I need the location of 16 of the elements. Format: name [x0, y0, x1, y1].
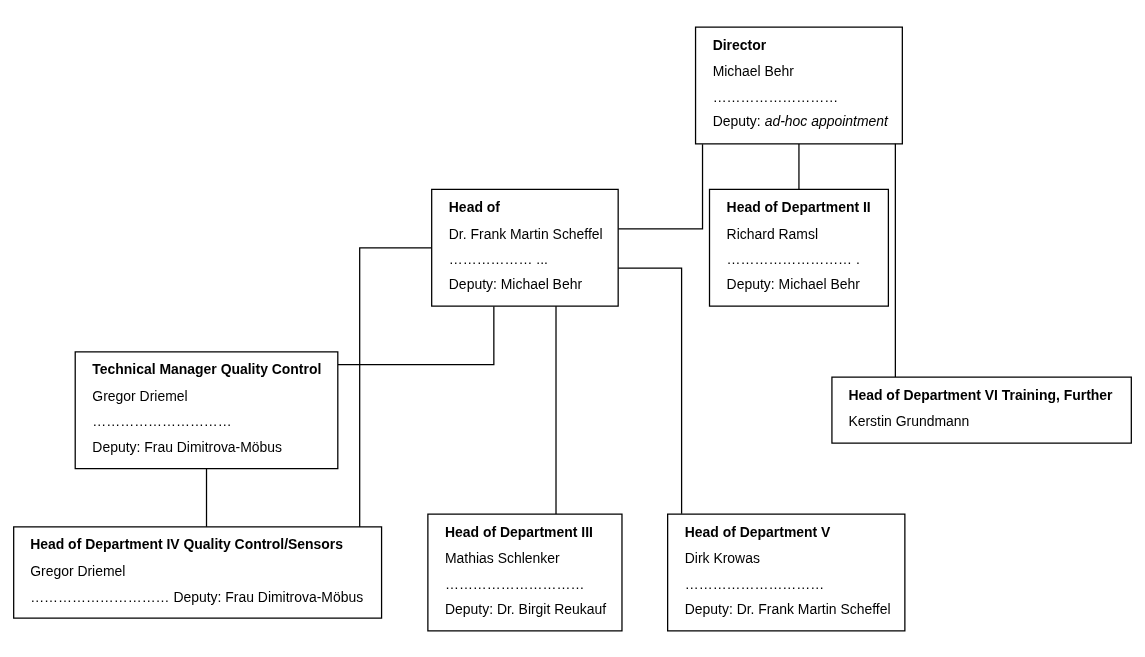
node-box: Technical Manager Quality Control Gregor Driemel ………………………… Deputy: Frau Dimitrova-Möbus — [74, 350, 339, 469]
node-box: Head of Dr. Frank Martin Scheffel ……………… ... Deputy: Michael Behr — [431, 188, 619, 307]
node-box: Head of Department VI Training, Further Kerstin Grundmann — [831, 376, 1132, 444]
node-box: Head of Department IV Quality Control/Sensors Gregor Driemel ………………………… Deputy: Frau Dimitrova-Möbus — [13, 525, 383, 619]
connector — [337, 305, 495, 365]
node-box: Head of Department III Mathias Schlenker ………………………… Deputy: Dr. Birgit Reukauf — [427, 513, 623, 632]
connector — [617, 266, 683, 514]
connector — [205, 467, 208, 527]
connector — [894, 142, 896, 378]
connector — [617, 143, 704, 229]
connector — [798, 142, 800, 190]
node-box: Head of Department V Dirk Krowas ………………………… Deputy: Dr. Frank Martin Scheffel — [667, 513, 906, 632]
connector — [359, 246, 432, 527]
node-box: Head of Department II Richard Ramsl ……………………… . Deputy: Michael Behr — [708, 188, 889, 307]
node-box: Director Michael Behr ……………………… Deputy: ad-hoc appointment — [694, 25, 903, 144]
connector — [555, 305, 557, 515]
